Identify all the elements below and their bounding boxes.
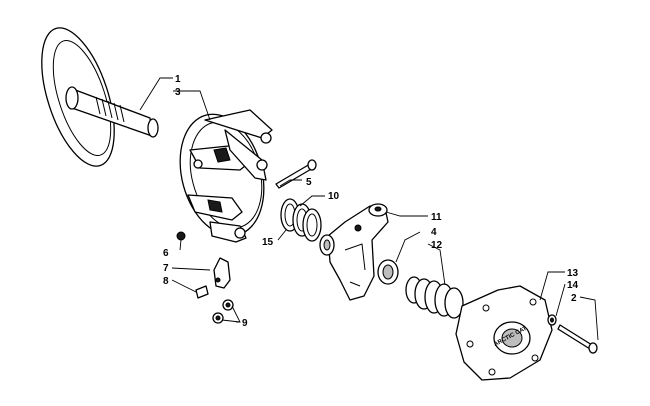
callout-10: 10 [328,191,340,202]
callout-3: 3 [175,87,181,98]
callout-labels: 1 3 5 10 15 11 4 12 6 7 8 9 13 14 2 [163,74,579,329]
nut-6 [176,231,186,241]
spring-12 [405,276,464,319]
fixed-sheave-with-shaft [41,27,159,167]
leader-lines [139,77,599,341]
callout-11: 11 [431,212,442,223]
bolt-2 [557,324,598,354]
callout-6: 6 [163,248,169,259]
cover-plate-13: ARCTIC CAT [455,285,553,381]
spider-cam-11 [319,203,389,301]
callout-5: 5 [306,177,312,188]
callout-2: 2 [571,293,577,304]
washers-9 [212,299,234,324]
spacer-rings-10-15 [280,198,322,242]
callout-8: 8 [163,276,169,287]
callout-12: 12 [431,240,443,251]
callout-1: 1 [175,74,181,85]
bolt-5 [275,159,317,189]
movable-sheave-housing [179,109,273,243]
weight-arm-7 [213,257,231,289]
pin-8 [195,285,209,299]
washer-14 [547,314,557,326]
bushing-4 [377,259,399,285]
callout-9: 9 [242,318,248,329]
callout-13: 13 [567,268,579,279]
callout-14: 14 [567,280,579,291]
callout-15: 15 [262,237,274,248]
callout-7: 7 [163,263,169,274]
callout-4: 4 [431,227,437,238]
